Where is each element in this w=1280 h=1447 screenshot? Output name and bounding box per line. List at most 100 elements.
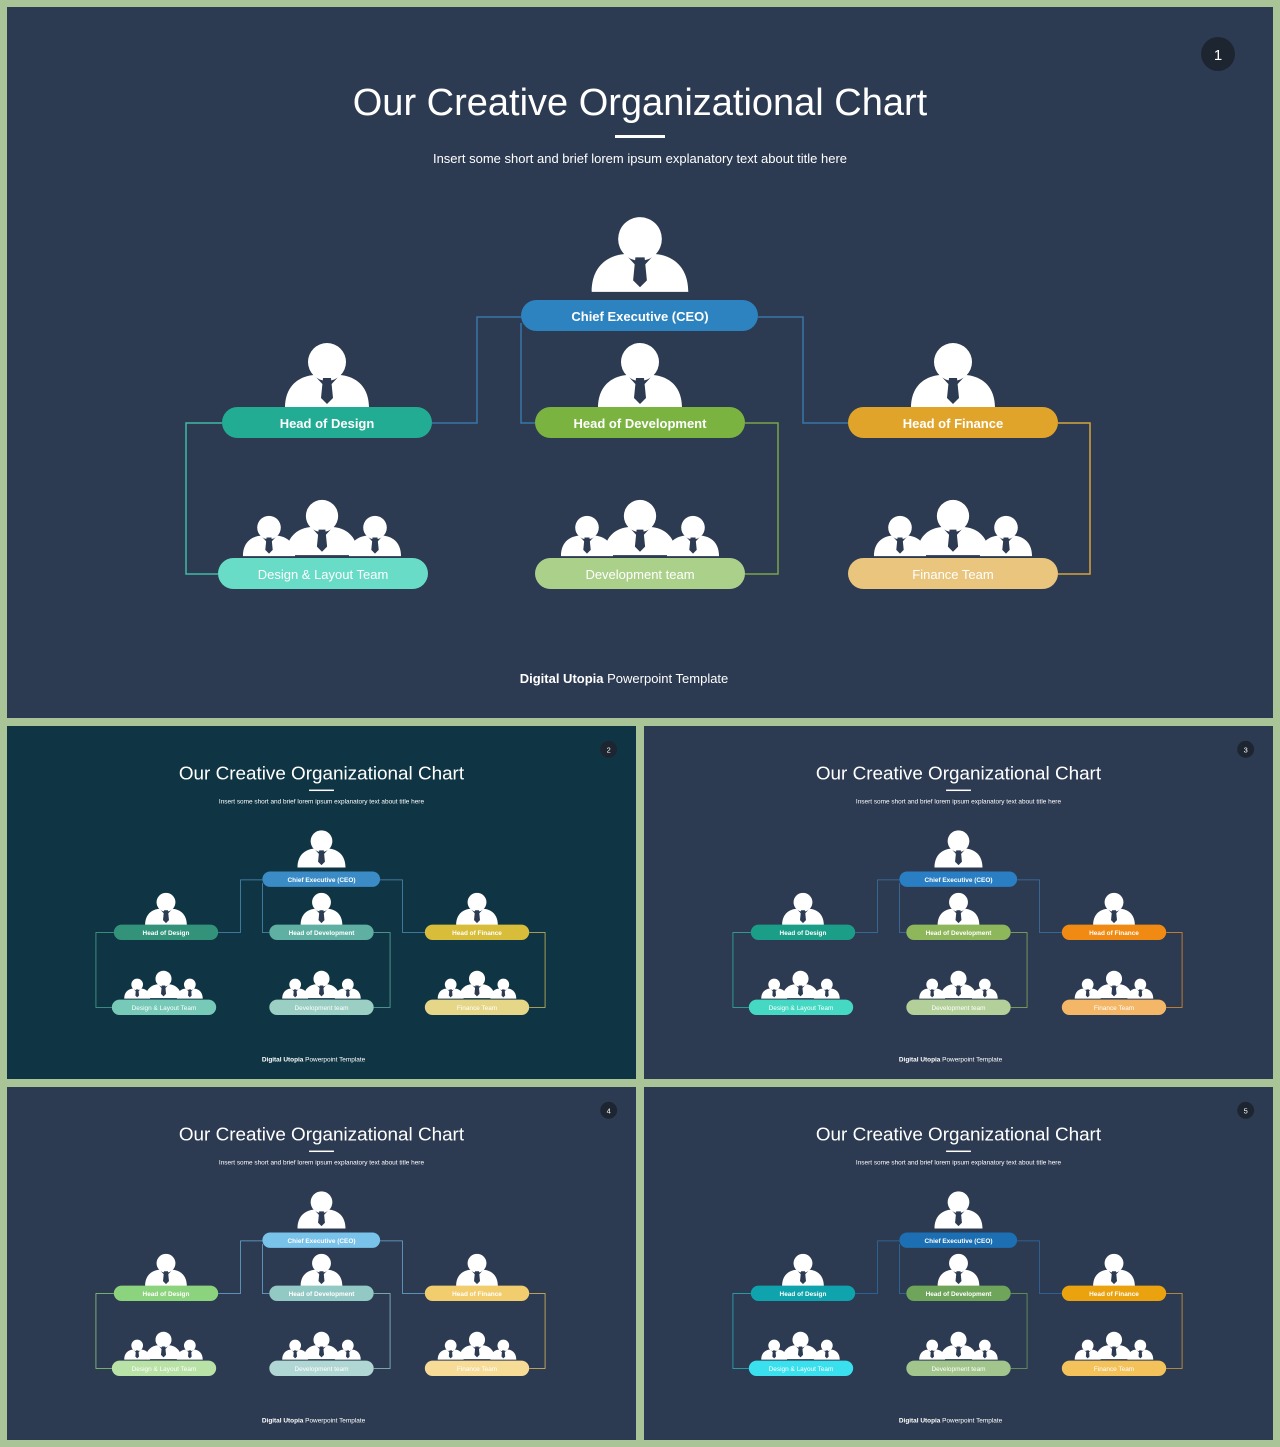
slide-canvas: 5 Our Creative Organizational Chart Inse… bbox=[644, 1087, 1273, 1440]
node-head-design-label: Head of Design bbox=[143, 930, 190, 937]
node-head-design-label: Head of Design bbox=[143, 1291, 190, 1298]
slide-1-thumbnail[interactable]: 1 Our Creative Organizational Chart Inse… bbox=[7, 7, 1273, 718]
connector-dev-team bbox=[373, 1293, 391, 1369]
node-ceo: Chief Executive (CEO) bbox=[899, 1232, 1018, 1248]
connector-design-team bbox=[95, 1293, 114, 1369]
footer-brand: Digital Utopia bbox=[262, 1057, 304, 1064]
connector-lines bbox=[732, 879, 1183, 1008]
connector-lines bbox=[95, 1240, 546, 1369]
title-underline bbox=[309, 789, 334, 792]
connector-ceo-design bbox=[855, 1240, 900, 1294]
node-finance-team: Finance Team bbox=[848, 558, 1058, 589]
slide-subtitle: Insert some short and brief lorem ipsum … bbox=[219, 1159, 425, 1166]
connector-finance-team bbox=[529, 1293, 546, 1369]
connector-lines bbox=[732, 1240, 1183, 1369]
node-head-development-label: Head of Development bbox=[574, 416, 708, 431]
slide-4-thumbnail[interactable]: 4 Our Creative Organizational Chart Inse… bbox=[7, 1087, 636, 1440]
node-head-design: Head of Design bbox=[113, 1285, 219, 1301]
title-underline bbox=[946, 789, 971, 792]
slide-number: 4 bbox=[607, 1106, 611, 1115]
node-design-team-label: Design & Layout Team bbox=[769, 1005, 834, 1012]
node-finance-team: Finance Team bbox=[1061, 1360, 1167, 1376]
node-head-finance-label: Head of Finance bbox=[1089, 930, 1139, 937]
connector-ceo-design bbox=[855, 879, 900, 933]
node-development-team: Development team bbox=[906, 1360, 1011, 1376]
node-head-development-label: Head of Development bbox=[926, 930, 993, 937]
slide-footer: Digital Utopia Powerpoint Template bbox=[899, 1057, 1003, 1064]
footer-rest: Powerpoint Template bbox=[303, 1418, 365, 1425]
node-design-team: Design & Layout Team bbox=[111, 1360, 217, 1376]
node-design-team: Design & Layout Team bbox=[111, 999, 217, 1015]
connector-ceo-dev bbox=[520, 323, 535, 424]
connector-ceo-finance bbox=[1017, 1240, 1062, 1294]
footer-brand: Digital Utopia bbox=[262, 1418, 304, 1425]
node-development-team-label: Development team bbox=[294, 1005, 348, 1012]
slide-number-badge: 2 bbox=[600, 740, 618, 758]
title-underline bbox=[615, 135, 665, 138]
node-ceo-label: Chief Executive (CEO) bbox=[571, 309, 708, 324]
node-finance-team: Finance Team bbox=[424, 1360, 530, 1376]
node-head-finance-label: Head of Finance bbox=[452, 930, 502, 937]
slide-2-thumbnail[interactable]: 2 Our Creative Organizational Chart Inse… bbox=[7, 726, 636, 1079]
node-head-finance-label: Head of Finance bbox=[1089, 1291, 1139, 1298]
connector-dev-team bbox=[1010, 1293, 1028, 1369]
slide-5-thumbnail[interactable]: 5 Our Creative Organizational Chart Inse… bbox=[644, 1087, 1273, 1440]
node-finance-team: Finance Team bbox=[1061, 999, 1167, 1015]
node-head-finance-label: Head of Finance bbox=[452, 1291, 502, 1298]
slide-number-badge: 5 bbox=[1237, 1101, 1255, 1119]
connector-ceo-dev bbox=[899, 1243, 907, 1294]
footer-rest: Powerpoint Template bbox=[604, 671, 729, 686]
slide-number-badge: 3 bbox=[1237, 740, 1255, 758]
connector-ceo-design bbox=[218, 1240, 263, 1294]
node-development-team: Development team bbox=[906, 999, 1011, 1015]
connector-ceo-design bbox=[432, 316, 521, 424]
slide-number-badge: 4 bbox=[600, 1101, 618, 1119]
slide-subtitle: Insert some short and brief lorem ipsum … bbox=[219, 798, 425, 805]
node-design-team: Design & Layout Team bbox=[748, 999, 854, 1015]
connector-design-team bbox=[95, 932, 114, 1008]
connector-finance-team bbox=[1166, 932, 1183, 1008]
node-head-development: Head of Development bbox=[906, 924, 1011, 940]
node-design-team: Design & Layout Team bbox=[748, 1360, 854, 1376]
node-head-finance: Head of Finance bbox=[1061, 1285, 1167, 1301]
connector-lines bbox=[185, 316, 1091, 575]
footer-rest: Powerpoint Template bbox=[940, 1418, 1002, 1425]
node-head-finance-label: Head of Finance bbox=[903, 416, 1003, 431]
connector-ceo-dev bbox=[899, 882, 907, 933]
slide-footer: Digital Utopia Powerpoint Template bbox=[899, 1418, 1003, 1425]
node-development-team: Development team bbox=[535, 558, 745, 589]
footer-brand: Digital Utopia bbox=[899, 1057, 941, 1064]
node-head-development-label: Head of Development bbox=[926, 1291, 993, 1298]
node-ceo-label: Chief Executive (CEO) bbox=[925, 1238, 993, 1245]
connector-lines bbox=[95, 879, 546, 1008]
slide-title: Our Creative Organizational Chart bbox=[179, 1124, 465, 1145]
node-development-team-label: Development team bbox=[294, 1366, 348, 1373]
node-ceo-label: Chief Executive (CEO) bbox=[288, 877, 356, 884]
connector-design-team bbox=[185, 422, 222, 575]
slide-title: Our Creative Organizational Chart bbox=[179, 763, 465, 784]
node-head-development: Head of Development bbox=[269, 1285, 374, 1301]
node-head-finance: Head of Finance bbox=[424, 1285, 530, 1301]
node-head-design: Head of Design bbox=[113, 924, 219, 940]
node-finance-team-label: Finance Team bbox=[457, 1366, 497, 1373]
connector-ceo-dev bbox=[262, 882, 270, 933]
node-design-team-label: Design & Layout Team bbox=[258, 567, 389, 582]
slide-number: 1 bbox=[1214, 47, 1222, 64]
node-head-design-label: Head of Design bbox=[780, 930, 827, 937]
node-ceo: Chief Executive (CEO) bbox=[262, 871, 381, 887]
connector-dev-team bbox=[745, 422, 779, 575]
connector-ceo-finance bbox=[380, 1240, 425, 1294]
footer-rest: Powerpoint Template bbox=[940, 1057, 1002, 1064]
connector-design-team bbox=[732, 1293, 751, 1369]
connector-ceo-design bbox=[218, 879, 263, 933]
node-design-team-label: Design & Layout Team bbox=[132, 1366, 197, 1373]
slide-title: Our Creative Organizational Chart bbox=[353, 82, 928, 124]
slide-footer: Digital Utopia Powerpoint Template bbox=[520, 671, 729, 686]
node-head-design: Head of Design bbox=[750, 1285, 856, 1301]
connector-finance-team bbox=[1058, 422, 1091, 575]
node-ceo: Chief Executive (CEO) bbox=[262, 1232, 381, 1248]
slide-number: 3 bbox=[1244, 745, 1248, 754]
node-head-finance: Head of Finance bbox=[1061, 924, 1167, 940]
connector-ceo-finance bbox=[758, 316, 848, 424]
slide-3-thumbnail[interactable]: 3 Our Creative Organizational Chart Inse… bbox=[644, 726, 1273, 1079]
